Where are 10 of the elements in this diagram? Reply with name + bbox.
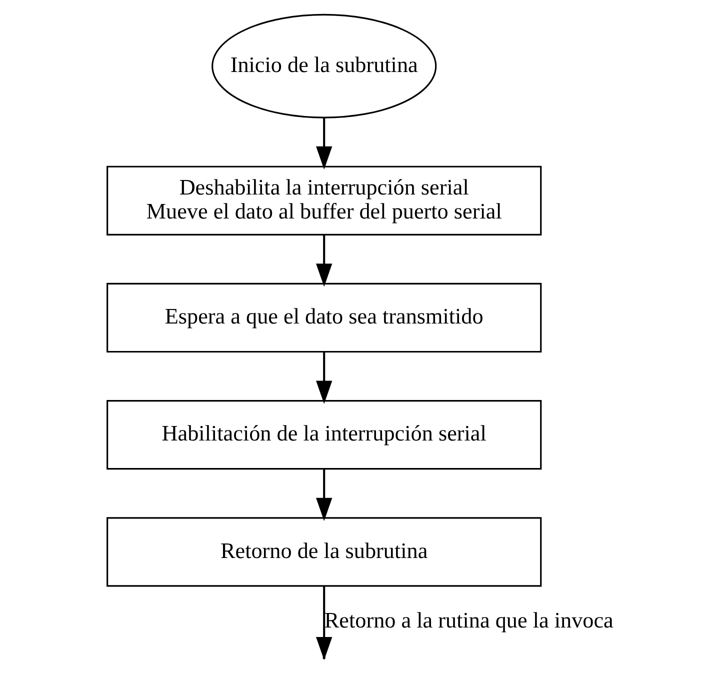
edge-label: Retorno a la rutina que la invoca <box>324 607 614 632</box>
arrow <box>316 469 332 521</box>
arrow <box>316 352 332 404</box>
node-box: Espera a que el dato sea transmitido <box>106 282 542 353</box>
node-box: Retorno de la subrutina <box>106 517 542 587</box>
arrow <box>316 118 332 170</box>
node-ellipse: Inicio de la subrutina <box>212 14 437 118</box>
node-box: Deshabilita la interrupción serial Mueve el dato al buffer del puerto serial <box>106 166 542 236</box>
node-box: Habilitación de la interrupción serial <box>106 400 542 470</box>
arrow <box>316 235 332 287</box>
